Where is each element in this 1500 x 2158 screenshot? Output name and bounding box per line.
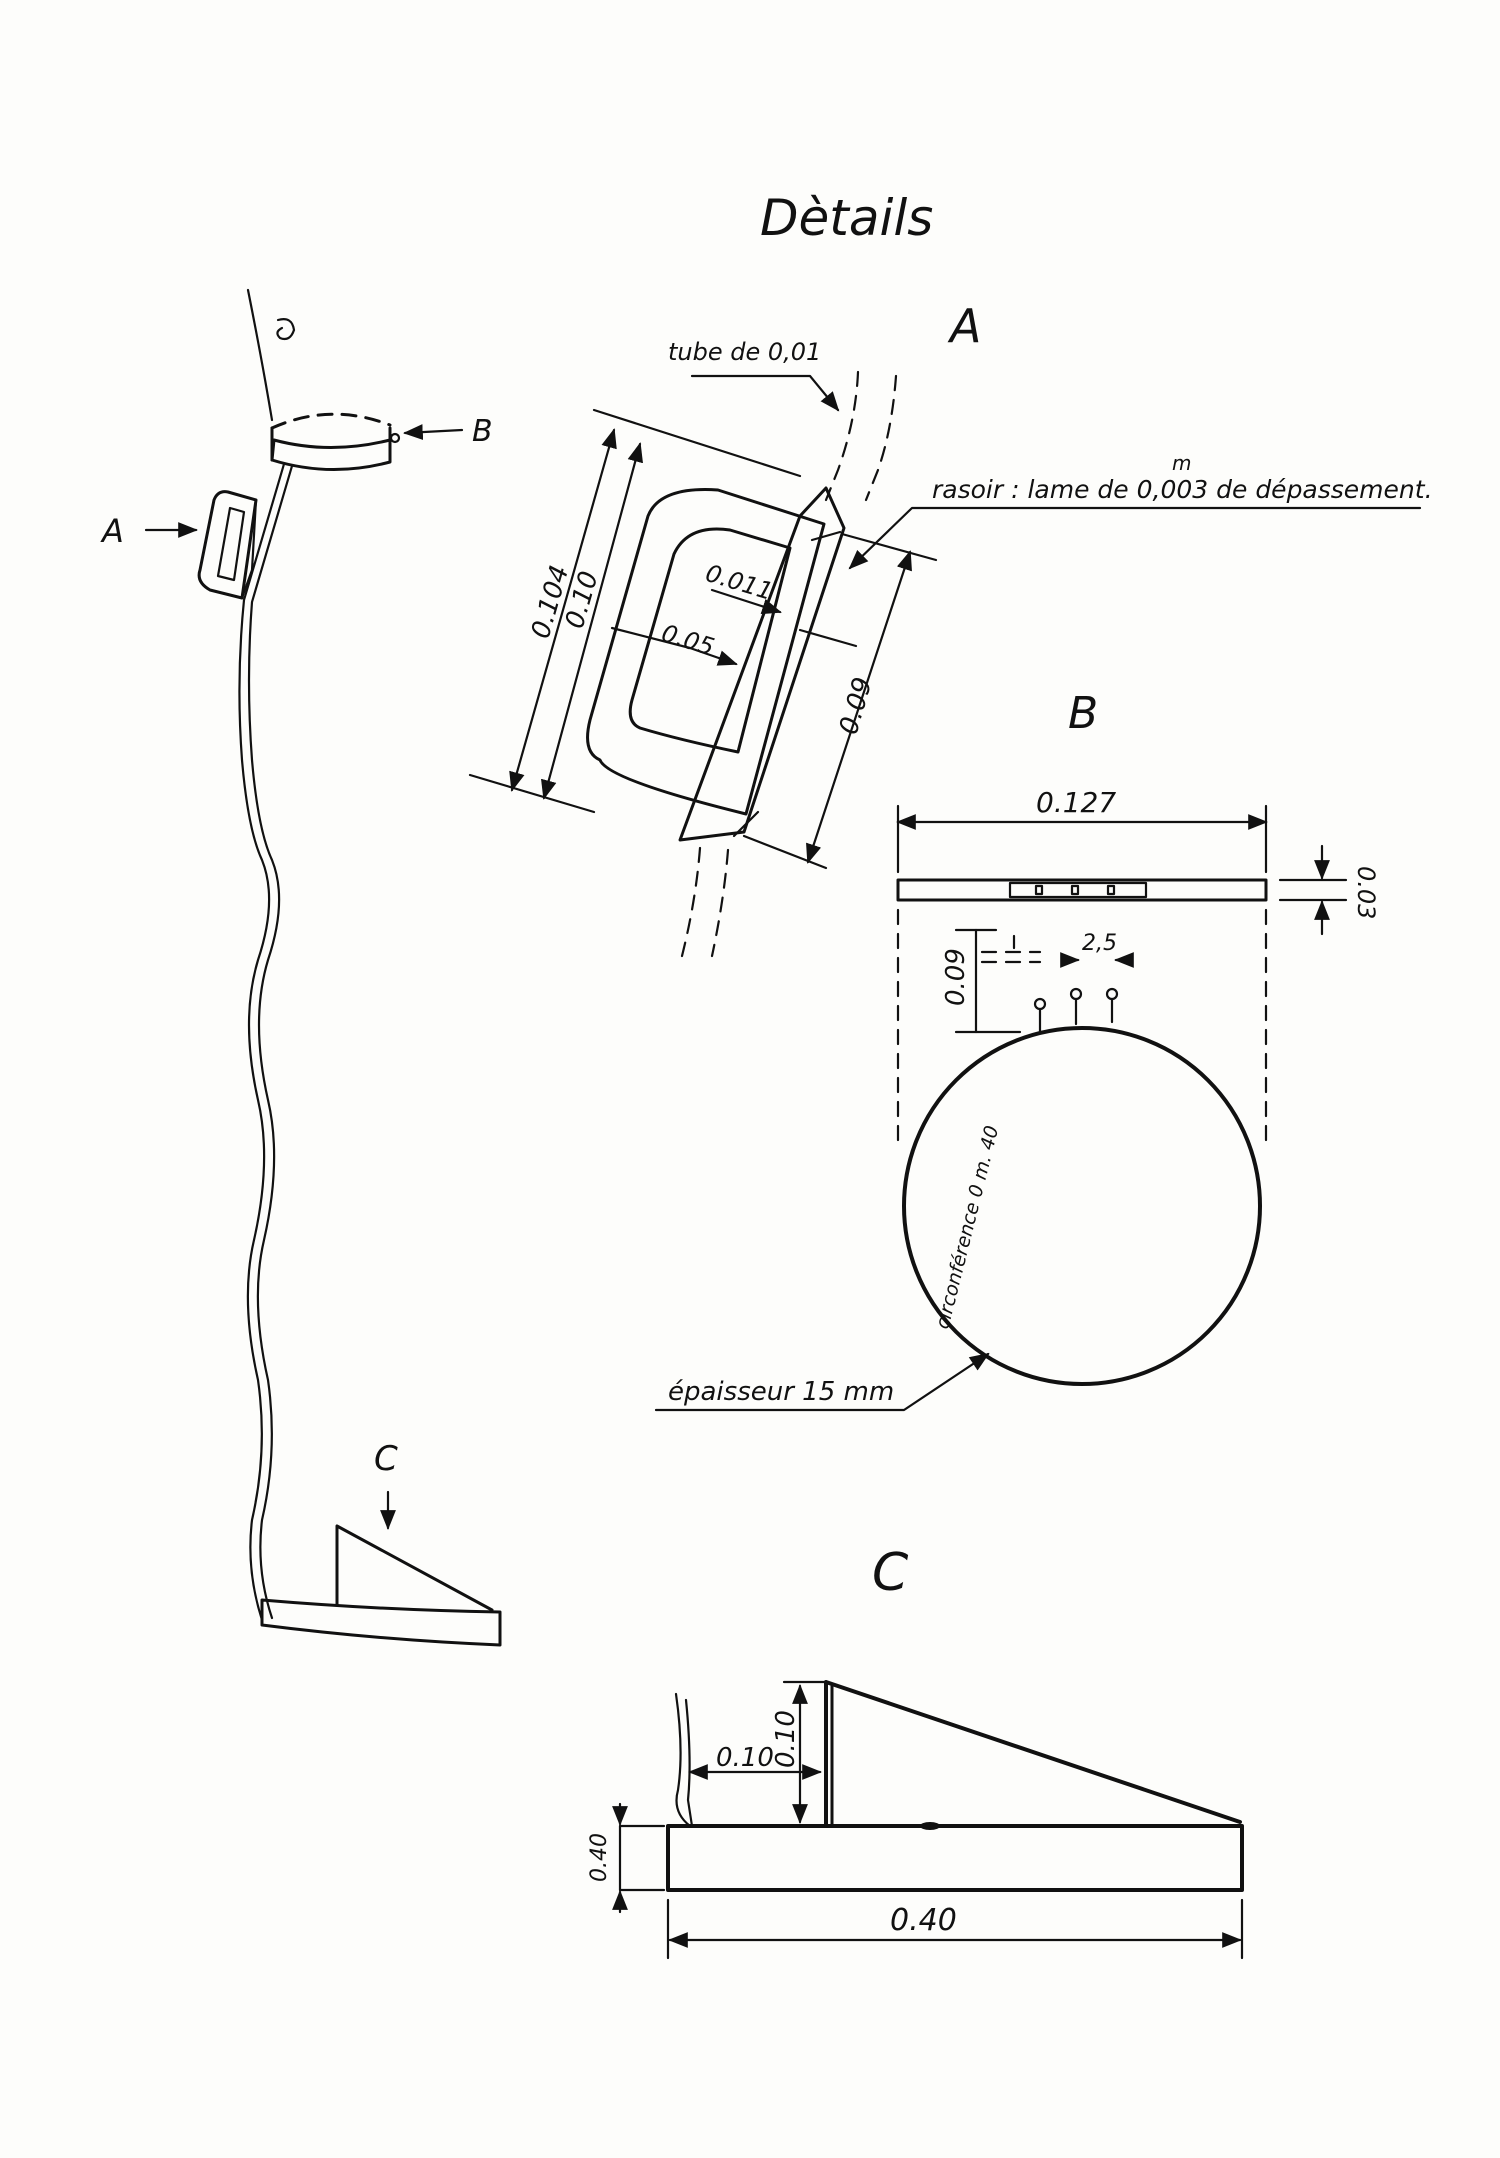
dim-040-h: 0.40 [587,1833,612,1882]
ear-mark [276,318,296,341]
dim-009-b: 0.09 [941,948,971,1006]
dim-line-009-a [806,550,912,864]
wedge-triangle [824,1680,1242,1828]
ext-line-right-top [840,532,938,562]
ext-line-top-1 [592,408,802,478]
ext-line-mid [798,628,858,648]
tube-line-1 [824,370,860,502]
razor-leader [848,506,1422,570]
razor-blade-edges [732,530,842,838]
page-title: Dètails [760,189,933,247]
heel-line-2 [684,1698,694,1828]
wedge-c-base [260,1598,502,1647]
left-figure: B A C [100,288,502,1647]
cord-2 [247,464,294,1620]
spike-1-tip [1033,997,1047,1011]
razor-note: rasoir : lame de 0,003 de dépassement. [932,475,1433,504]
clasp-rivet-1 [1034,884,1044,896]
tube-line-3 [680,846,702,958]
label-a-left: A [100,512,124,550]
label-c-left: C [374,1439,398,1479]
detail-a: A tube de 0,01 m rasoir : lame de 0,003 … [468,299,1433,958]
collar-b [270,426,392,471]
spike-3-tip [1105,987,1119,1001]
clasp-rivet-2 [1070,884,1080,896]
spike-2-tip [1069,987,1083,1001]
detail-b: B 0.127 0.03 0.09 [654,688,1380,1412]
collar-b-button [389,432,401,444]
wedge-base [666,1824,1244,1892]
circumference-note: circonférence 0 m. 40 [932,1123,1004,1331]
dim-25: 2,5 [1082,931,1117,956]
dim-line-005-left [610,626,692,650]
wedge-c-triangle [335,1524,494,1612]
label-a-detail: A [947,299,981,353]
clasp-rivet-3 [1106,884,1116,896]
thickness-note: épaisseur 15 mm [668,1377,894,1407]
razor-m-superscript: m [1172,451,1191,475]
dim-line-005 [688,646,738,666]
dim-005: 0.05 [658,619,717,661]
collar-clasp [1008,881,1148,899]
arrow-b [403,424,464,440]
dim-010-v: 0.10 [771,1710,801,1768]
collar-b-inner [270,438,392,462]
thickness-leader [654,1352,990,1412]
dim-line-0011 [710,588,782,615]
figure-head-outline [246,288,274,422]
dim-0127: 0.127 [1036,786,1116,819]
collar-bar [896,878,1268,902]
detail-c: C 0.10 0.10 0.40 0.40 [587,1543,1244,1960]
dim-010-h: 0.10 [716,1743,774,1773]
ext-line-bottom-1 [468,773,596,814]
tube-note: tube de 0,01 [668,338,821,366]
tube-leader [690,374,840,412]
label-b-detail: B [1068,688,1098,739]
dim-line-010 [541,442,643,800]
tube-line-2 [864,374,898,502]
dim-009-a: 0.09 [834,674,879,738]
razor-blade [678,486,846,842]
wedge-mark [920,1822,940,1830]
cord [238,462,286,1622]
spike-dash-marks [980,950,1042,964]
tube-line-4 [710,848,730,958]
razor-a-inner [216,506,246,582]
razor-a-outline [197,490,258,600]
ext-line-right-bottom [742,834,828,870]
heel-line-1 [674,1692,692,1828]
dim-040-w: 0.40 [890,1903,957,1938]
label-b-left: B [472,414,493,449]
label-c-detail: C [872,1543,909,1603]
dim-003: 0.03 [1352,866,1380,919]
collar-b-top [270,412,392,430]
collar-circle [902,1026,1262,1386]
